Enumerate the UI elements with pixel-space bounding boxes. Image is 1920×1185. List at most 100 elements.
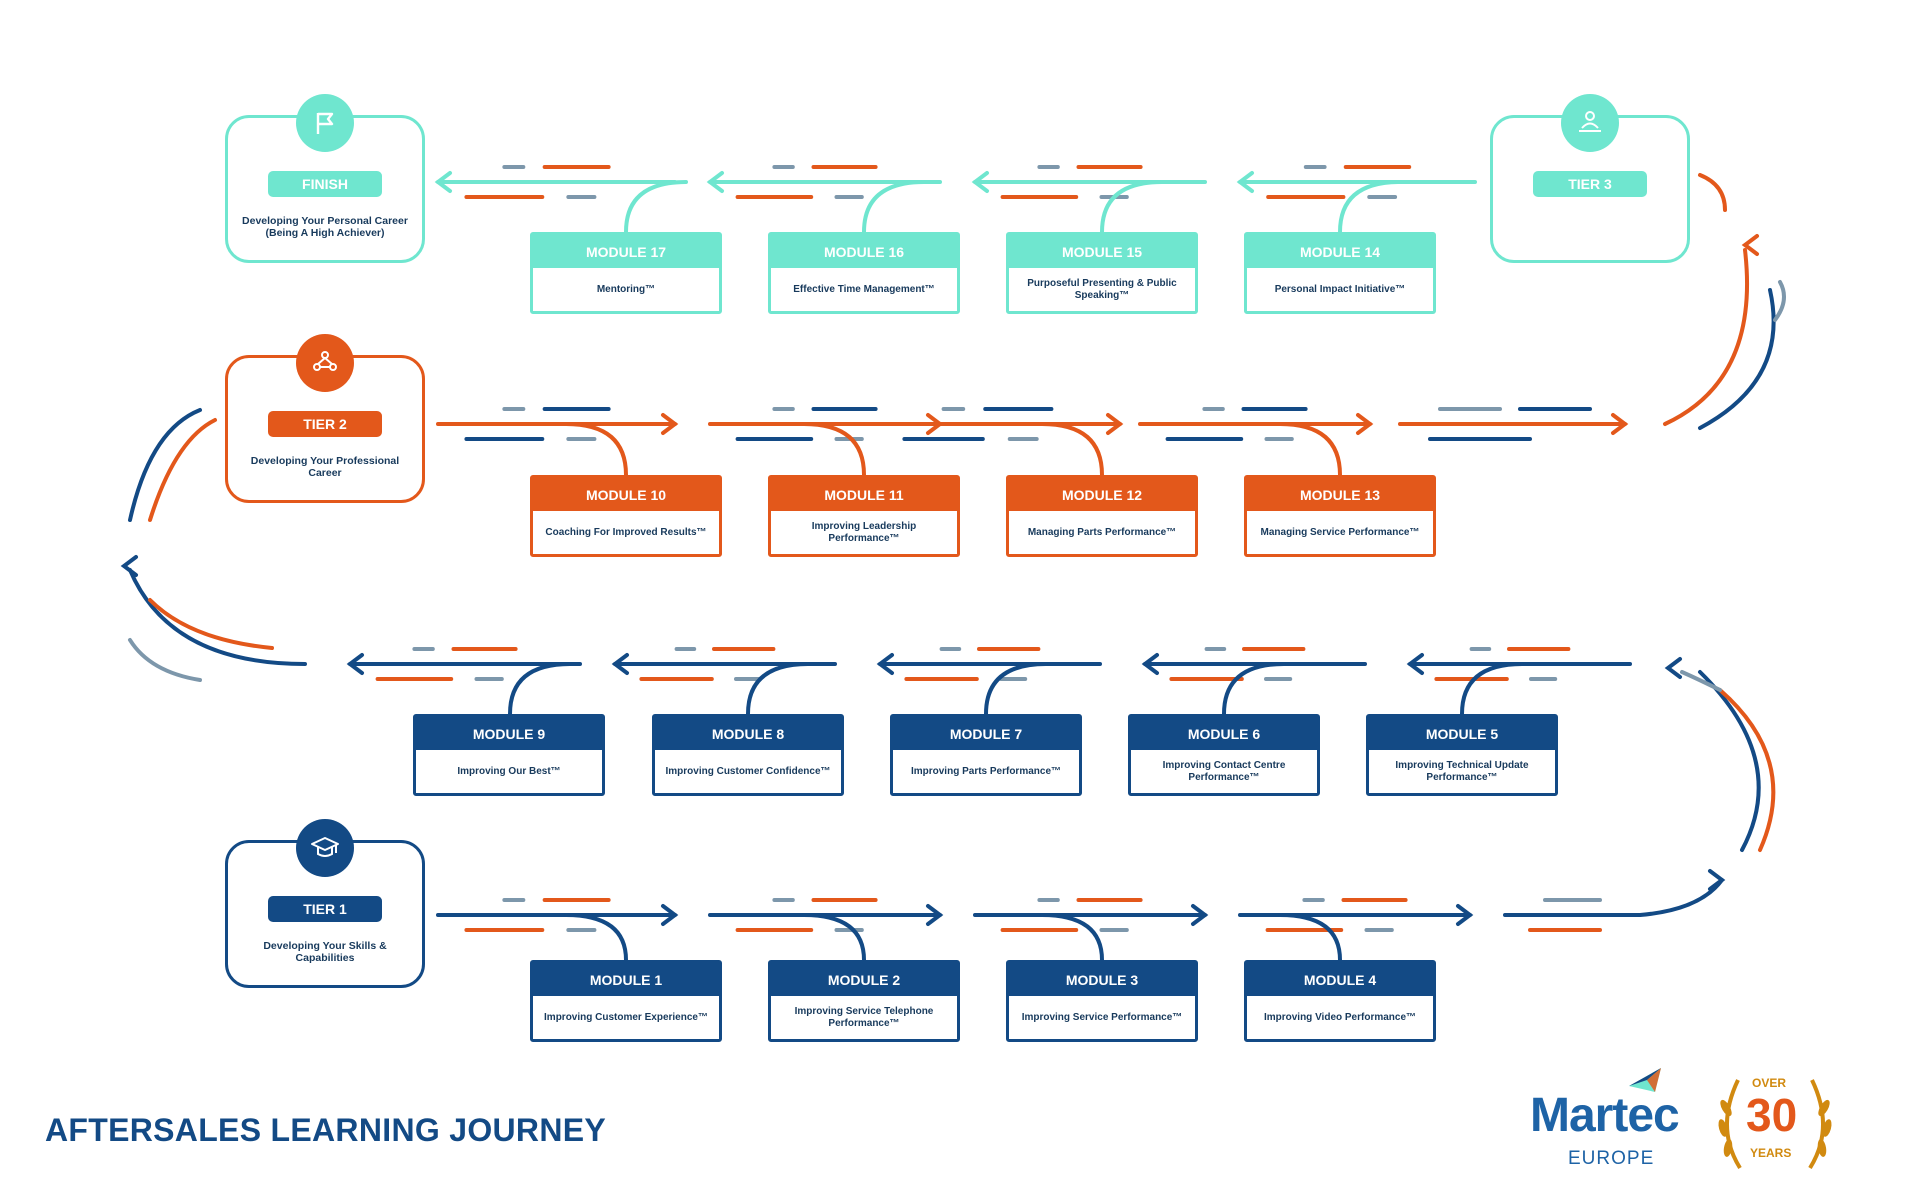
path-curve-19 (1040, 913, 1104, 962)
path-curve-135 (862, 180, 926, 234)
tier1-label: TIER 1 (268, 896, 382, 922)
module-15-name: Purposeful Presenting & Public Speaking™ (1027, 277, 1177, 301)
module-2-name: Improving Service Telephone Performance™ (794, 1005, 934, 1029)
finish-description: Developing Your Personal Career (Being A… (242, 215, 408, 239)
module-12: MODULE 12 Managing Parts Performance™ (1006, 475, 1198, 557)
path-curve-76 (128, 408, 202, 522)
path-curve-12 (802, 913, 866, 962)
module-3-label: MODULE 3 (1009, 963, 1195, 996)
module-16-label: MODULE 16 (771, 235, 957, 268)
path-curve-128 (1100, 180, 1164, 234)
tier1-description: Developing Your Skills & Capabilities (263, 940, 387, 964)
connected-people-icon (296, 334, 354, 392)
path-curve-104 (1278, 422, 1342, 477)
badge-number: 30 (1746, 1089, 1798, 1141)
module-17-name: Mentoring™ (596, 283, 656, 295)
module-1: MODULE 1 Improving Customer Experience™ (530, 960, 722, 1042)
module-16-name: Effective Time Management™ (793, 283, 935, 295)
path-curve-56 (984, 662, 1048, 716)
arrowhead-136 (706, 171, 724, 193)
path-curve-114 (1773, 280, 1786, 322)
anniversary-badge: OVER 30 YEARS (1710, 1068, 1840, 1178)
arrowhead-43 (1406, 653, 1424, 675)
flag-icon (296, 94, 354, 152)
path-curve-115 (1698, 173, 1727, 212)
module-15: MODULE 15 Purposeful Presenting & Public … (1006, 232, 1198, 314)
tier2-box: TIER 2 Developing Your Professional Care… (225, 334, 425, 503)
module-11-label: MODULE 11 (771, 478, 957, 511)
path-curve-74 (148, 598, 274, 650)
module-7-name: Improving Parts Performance™ (910, 765, 1062, 777)
path-curve-83 (564, 422, 628, 477)
arrowhead-84 (661, 413, 679, 435)
arrowhead-143 (434, 171, 452, 193)
person-laptop-icon (1561, 94, 1619, 152)
tier3-label: TIER 3 (1533, 171, 1647, 197)
module-15-label: MODULE 15 (1009, 235, 1195, 268)
badge-years: YEARS (1750, 1146, 1792, 1160)
module-13-label: MODULE 13 (1247, 478, 1433, 511)
arrowhead-112 (1741, 234, 1759, 256)
arrowhead-105 (1356, 413, 1374, 435)
page-title: AFTERSALES LEARNING JOURNEY (45, 1112, 607, 1148)
module-1-label: MODULE 1 (533, 963, 719, 996)
logo-subtitle: EUROPE (1568, 1148, 1655, 1169)
arrowhead-27 (1456, 904, 1474, 926)
finish-label: FINISH (268, 171, 382, 197)
module-2: MODULE 2 Improving Service Telephone Perf… (768, 960, 960, 1042)
path-curve-142 (624, 180, 688, 234)
arrowhead-71 (346, 653, 364, 675)
laurel-wreath-icon (1718, 1079, 1832, 1170)
module-12-label: MODULE 12 (1009, 478, 1195, 511)
arrowhead-98 (1106, 413, 1124, 435)
path-curve-121 (1338, 180, 1402, 234)
module-6-name: Improving Contact Centre Performance™ (1162, 759, 1286, 783)
module-5-name: Improving Technical Update Performance™ (1395, 759, 1529, 783)
module-13: MODULE 13 Managing Service Performance™ (1244, 475, 1436, 557)
module-17-label: MODULE 17 (533, 235, 719, 268)
arrowhead-13 (926, 904, 944, 926)
module-10-name: Coaching For Improved Results™ (545, 526, 707, 538)
arrowhead-107 (1611, 413, 1629, 435)
tier1-box: TIER 1 Developing Your Skills & Capabili… (225, 819, 425, 988)
arrowhead-32 (1708, 869, 1726, 891)
arrowhead-64 (611, 653, 629, 675)
module-8: MODULE 8 Improving Customer Confidence™ (652, 714, 844, 796)
path-curve-97 (1040, 422, 1104, 477)
path-curve-72 (128, 568, 307, 666)
module-10: MODULE 10 Coaching For Improved Results™ (530, 475, 722, 557)
module-8-label: MODULE 8 (655, 717, 841, 750)
module-9-label: MODULE 9 (416, 717, 602, 750)
module-11-name: Improving Leadership Performance™ (811, 520, 917, 544)
module-5-label: MODULE 5 (1369, 717, 1555, 750)
tier2-description: Developing Your Professional Career (250, 455, 400, 479)
module-10-label: MODULE 10 (533, 478, 719, 511)
module-12-name: Managing Parts Performance™ (1027, 526, 1177, 538)
path-curve-33 (1698, 670, 1761, 852)
finish-box: FINISH Developing Your Personal Career (… (225, 94, 425, 263)
path-curve-111 (1663, 248, 1750, 426)
arrowhead-57 (876, 653, 894, 675)
arrowhead-50 (1141, 653, 1159, 675)
logo-name: Martec (1530, 1089, 1680, 1142)
module-8-name: Improving Customer Confidence™ (665, 765, 831, 777)
path-curve-26 (1278, 913, 1342, 962)
module-2-label: MODULE 2 (771, 963, 957, 996)
module-14-label: MODULE 14 (1247, 235, 1433, 268)
module-1-name: Improving Customer Experience™ (544, 1011, 708, 1023)
path-curve-42 (1460, 662, 1524, 716)
module-4-label: MODULE 4 (1247, 963, 1433, 996)
path-curve-75 (128, 638, 202, 682)
module-13-name: Managing Service Performance™ (1260, 526, 1420, 538)
badge-over: OVER (1752, 1076, 1787, 1090)
module-16: MODULE 16 Effective Time Management™ (768, 232, 960, 314)
path-curve-90 (802, 422, 866, 477)
path-curve-5 (564, 913, 628, 962)
path-curve-31 (1638, 878, 1724, 917)
arrowhead-129 (971, 171, 989, 193)
path-curve-34 (1718, 688, 1776, 852)
